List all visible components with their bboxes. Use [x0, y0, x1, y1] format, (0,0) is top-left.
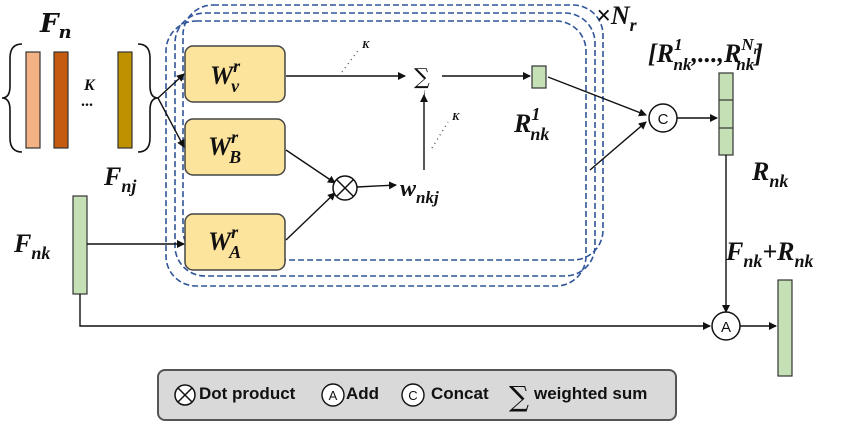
sum-sub-j: j — [422, 89, 426, 99]
arrow-Fnk-skip-to-add — [79, 294, 711, 330]
legend-concat-label: Concat — [431, 384, 489, 403]
legend-dot-product-label: Dot product — [199, 384, 296, 403]
F-nj-label: Fnj — [103, 162, 137, 196]
arrow-WA-to-dot — [285, 192, 336, 241]
left-brace — [1, 43, 23, 153]
legend-dot-product-icon — [174, 384, 196, 406]
svg-text:A: A — [329, 388, 338, 403]
arrow-R1-to-concat — [547, 76, 647, 117]
dots-left-label: ... — [81, 93, 93, 110]
R-nk-label: Rnk — [751, 157, 788, 191]
svg-text:C: C — [408, 388, 417, 403]
feature-column-2 — [53, 51, 69, 149]
relation-block-front — [165, 20, 587, 287]
output-vector — [777, 279, 793, 377]
K-mid-label: K — [451, 111, 460, 123]
k-dots-mid — [431, 121, 449, 149]
arrow-brace-to-WB — [157, 97, 185, 148]
svg-text:A: A — [721, 319, 731, 336]
arrow-brace-to-Wv — [157, 73, 185, 99]
relation-block-back-1 — [174, 12, 596, 277]
WB-module — [184, 118, 286, 176]
F-nk-label: Fnk — [13, 229, 50, 263]
sum-output-label: Fnk+Rnk — [725, 237, 814, 271]
Nr-label: ×Nr — [596, 1, 638, 35]
legend-add-label: Add — [346, 384, 380, 403]
legend-box — [157, 369, 677, 421]
legend-weighted-sum-label: weighted sum — [534, 384, 648, 403]
w-nkj-label: wnkj — [400, 176, 439, 207]
K-left-label: K — [83, 77, 96, 94]
arrow-dot-to-w — [356, 181, 397, 190]
k-dots-top — [341, 47, 361, 73]
legend-sum-icon: ∑ — [509, 380, 529, 413]
legend-add-icon: A — [321, 383, 345, 407]
Wv-module — [184, 45, 286, 103]
set-F-label: Fn — [39, 9, 72, 43]
sum-symbol: ∑ — [414, 65, 430, 90]
arrow-WB-to-dot — [285, 149, 336, 184]
feature-column-1 — [25, 51, 41, 149]
relation-block-back-2 — [182, 4, 604, 261]
K-top-label: K — [361, 39, 370, 51]
arrow-stack-to-concat — [589, 121, 647, 171]
R1-vector — [531, 65, 547, 89]
svg-text:C: C — [658, 111, 669, 128]
legend-concat-icon: C — [401, 383, 425, 407]
dot-product-node — [332, 175, 358, 201]
feature-column-k — [117, 51, 133, 149]
WA-module — [184, 213, 286, 271]
